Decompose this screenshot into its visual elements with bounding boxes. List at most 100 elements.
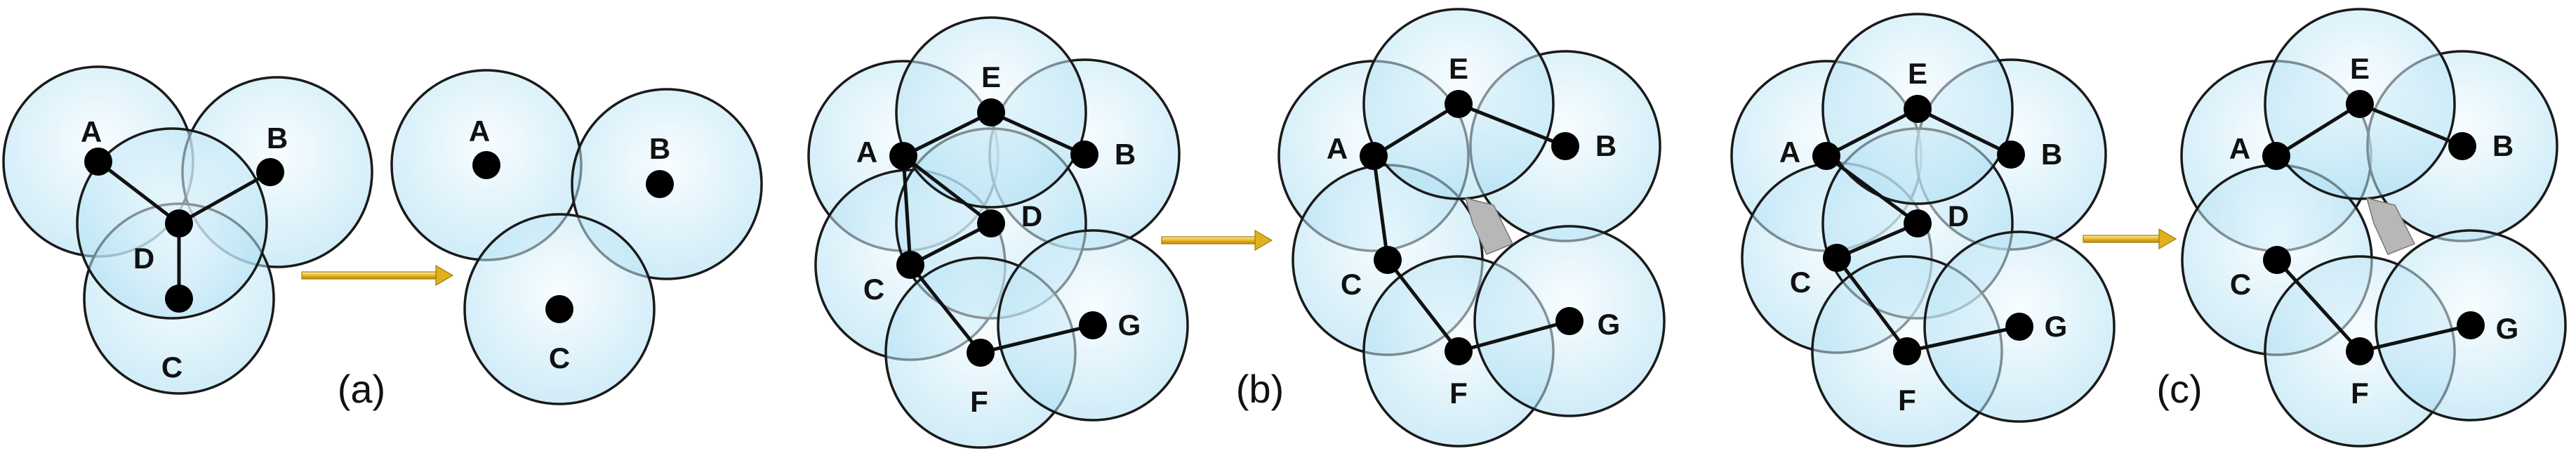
node-c-before-g — [2005, 313, 2033, 341]
node-b-before-f — [967, 339, 995, 367]
node-label-c-before-e: E — [1908, 57, 1927, 90]
node-label-b-before-c: C — [863, 273, 884, 306]
link-c-after-c-f — [2275, 258, 2362, 353]
node-label-b-after-a: A — [1327, 132, 1348, 165]
coverage-gap-b-0 — [1464, 197, 1514, 255]
node-label-b-before-f: F — [970, 385, 988, 418]
node-b-before-d — [977, 209, 1005, 237]
node-c-before-b — [1997, 141, 2025, 169]
node-b-before-g — [1079, 311, 1107, 339]
link-c-after-e-b — [2358, 102, 2464, 148]
coverage-gap-c-0 — [2365, 197, 2416, 255]
link-c-after-f-g — [2358, 323, 2473, 353]
node-c-after-g — [2457, 311, 2485, 339]
panel-label-c: (c) — [2156, 367, 2202, 411]
node-c-before-f — [1893, 337, 1921, 365]
link-b-after-c-f — [1386, 258, 1461, 353]
node-c-before-c — [1823, 244, 1851, 272]
node-b-before-b — [1070, 141, 1098, 169]
node-c-after-f — [2346, 337, 2374, 365]
node-a-before-b — [256, 158, 284, 186]
transition-arrow-c — [2083, 228, 2177, 250]
node-label-c-after-b: B — [2492, 129, 2514, 162]
node-label-b-after-f: F — [1449, 377, 1468, 410]
node-label-b-after-g: G — [1598, 308, 1621, 341]
node-c-after-a — [2262, 142, 2290, 170]
link-b-before-a-e — [901, 110, 993, 158]
node-a-after-a — [472, 151, 500, 179]
node-label-b-after-b: B — [1595, 129, 1616, 162]
node-a-before-c — [165, 285, 193, 313]
node-label-c-before-b: B — [2041, 138, 2062, 171]
node-label-c-after-f: F — [2351, 377, 2369, 410]
node-label-c-before-a: A — [1779, 136, 1800, 169]
node-label-b-before-d: D — [1021, 200, 1042, 233]
node-label-b-before-g: G — [1118, 308, 1141, 341]
link-c-before-a-e — [1824, 107, 1920, 158]
link-b-before-a-d — [901, 154, 993, 226]
node-label-b-before-e: E — [981, 60, 1001, 93]
panel-label-b: (b) — [1236, 367, 1284, 411]
link-b-before-a-c — [901, 154, 912, 267]
link-b-after-a-e — [1372, 102, 1461, 158]
nodes-layer — [84, 90, 2485, 367]
node-b-after-a — [1360, 142, 1388, 170]
node-label-b-after-c: C — [1341, 268, 1362, 301]
node-label-c-before-g: G — [2045, 310, 2068, 343]
node-c-after-c — [2263, 246, 2291, 274]
node-b-before-c — [896, 251, 924, 279]
transition-arrow-a — [301, 264, 454, 287]
link-b-after-f-g — [1456, 319, 1572, 353]
node-label-a-before-b: B — [267, 122, 288, 155]
arrows-layer — [301, 228, 2177, 287]
node-label-a-after-c: C — [549, 341, 570, 374]
node-label-b-before-a: A — [856, 136, 877, 169]
link-b-after-a-c — [1372, 154, 1390, 262]
node-a-after-c — [545, 295, 573, 323]
link-c-before-e-b — [1916, 107, 2013, 157]
node-label-a-after-b: B — [649, 132, 670, 165]
node-label-a-after-a: A — [469, 115, 490, 148]
node-b-before-e — [977, 98, 1005, 126]
link-b-before-e-b — [989, 110, 1087, 157]
node-c-after-b — [2448, 132, 2476, 160]
link-b-before-c-d — [908, 221, 993, 267]
link-a-before-a-d — [96, 159, 181, 226]
link-b-before-c-f — [908, 263, 983, 355]
coverage-gaps-layer — [1464, 197, 2416, 255]
node-b-after-e — [1445, 90, 1473, 118]
node-b-before-a — [889, 142, 917, 170]
link-b-before-f-g — [978, 323, 1095, 355]
node-label-c-before-d: D — [1948, 200, 1969, 233]
node-label-c-after-c: C — [2230, 268, 2251, 301]
link-c-before-c-f — [1835, 256, 1909, 353]
node-b-after-f — [1445, 337, 1473, 365]
link-c-before-c-d — [1835, 221, 1920, 260]
link-c-after-a-e — [2274, 102, 2362, 158]
node-label-c-before-f: F — [1898, 384, 1916, 417]
link-c-before-a-d — [1824, 154, 1920, 226]
transition-arrow-b — [1161, 229, 1273, 252]
node-a-after-b — [646, 170, 674, 198]
node-a-before-a — [84, 148, 112, 176]
node-b-after-b — [1551, 132, 1579, 160]
node-c-before-a — [1812, 142, 1840, 170]
node-label-b-after-e: E — [1449, 52, 1468, 85]
links-layer — [96, 102, 2473, 355]
node-c-after-e — [2346, 90, 2374, 118]
node-c-before-d — [1904, 209, 1932, 237]
node-label-c-after-e: E — [2350, 52, 2370, 85]
node-label-c-after-g: G — [2496, 312, 2519, 345]
node-b-after-g — [1555, 307, 1584, 335]
node-label-a-before-c: C — [161, 351, 182, 384]
node-label-a-before-a: A — [81, 115, 102, 148]
node-c-before-e — [1904, 95, 1932, 123]
link-a-before-b-d — [177, 170, 272, 226]
node-label-c-before-c: C — [1790, 266, 1811, 299]
node-a-before-d — [165, 209, 193, 237]
node-label-b-before-b: B — [1115, 138, 1136, 171]
node-label-a-before-d: D — [133, 242, 154, 275]
node-label-c-after-a: A — [2229, 132, 2250, 165]
link-c-before-f-g — [1905, 325, 2021, 353]
